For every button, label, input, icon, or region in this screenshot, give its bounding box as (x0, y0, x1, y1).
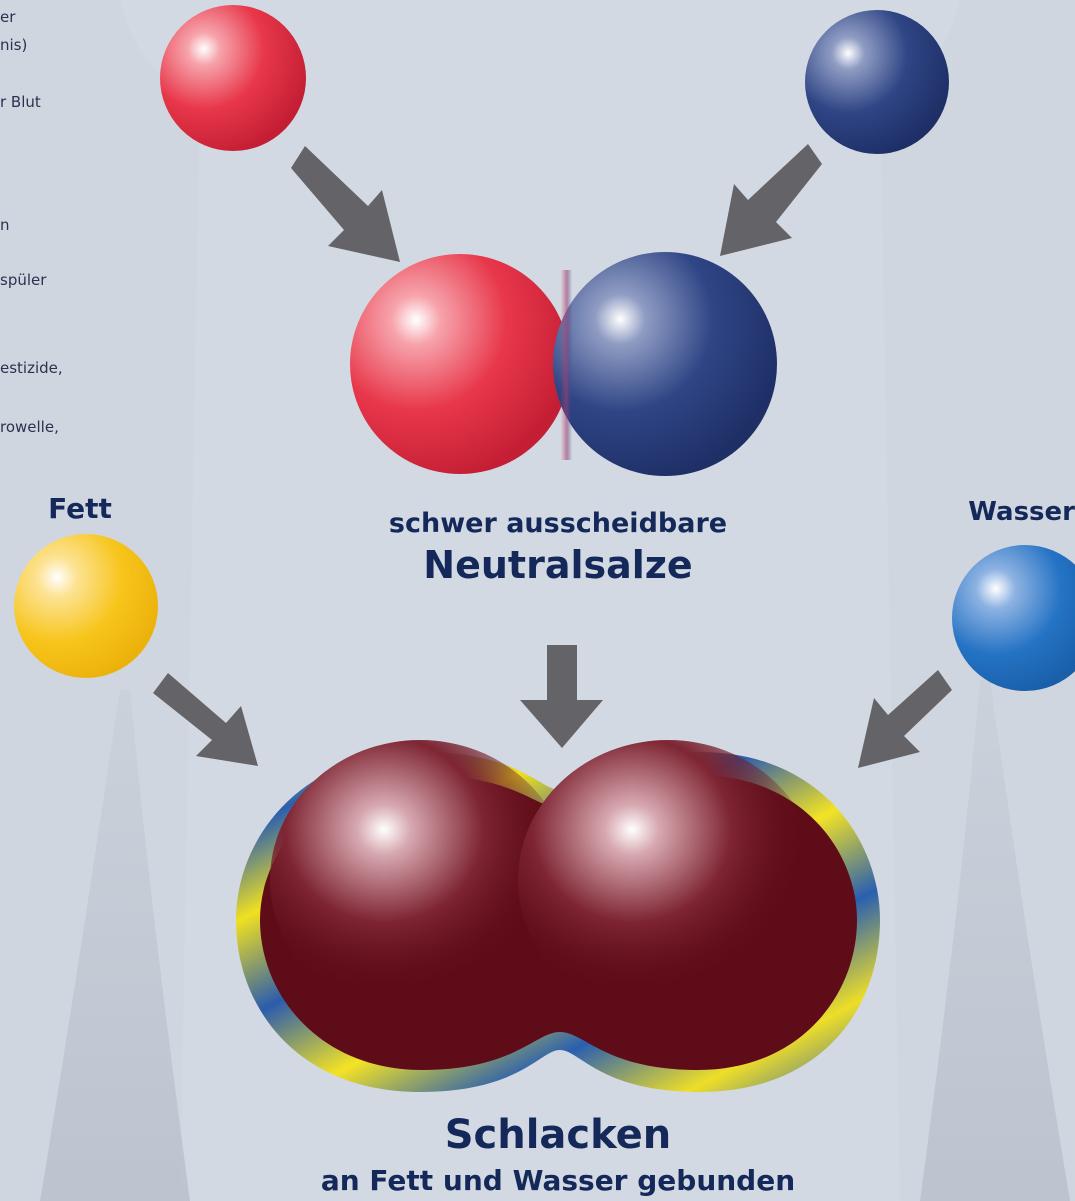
side-text-line: estizide, (0, 359, 63, 377)
acid-ball (160, 5, 306, 151)
arrow-base-to-salt (720, 144, 822, 256)
base-ball (805, 10, 949, 154)
wasser-label: Wasser (968, 497, 1075, 527)
side-text-line: spüler (0, 271, 47, 289)
arrow-salt-to-slag (520, 645, 603, 748)
side-text-line: nis) (0, 36, 27, 54)
slag-subtitle: an Fett und Wasser gebunden (321, 1164, 795, 1197)
neutral-salt-title: Neutralsalze (423, 543, 692, 587)
fat-ball (14, 534, 158, 678)
slag-title: Schlacken (445, 1112, 672, 1158)
side-text-line: rowelle, (0, 418, 59, 436)
neutral-salt-subtitle: schwer ausscheidbare (389, 508, 727, 539)
fett-label: Fett (48, 492, 112, 525)
slag-molecule (236, 740, 880, 1092)
side-text-line: r Blut (0, 93, 41, 111)
side-text-line: er (0, 8, 16, 26)
neutral-salt-molecule (350, 252, 777, 476)
arrow-acid-to-salt (291, 146, 400, 262)
side-text-line: n (0, 216, 10, 234)
